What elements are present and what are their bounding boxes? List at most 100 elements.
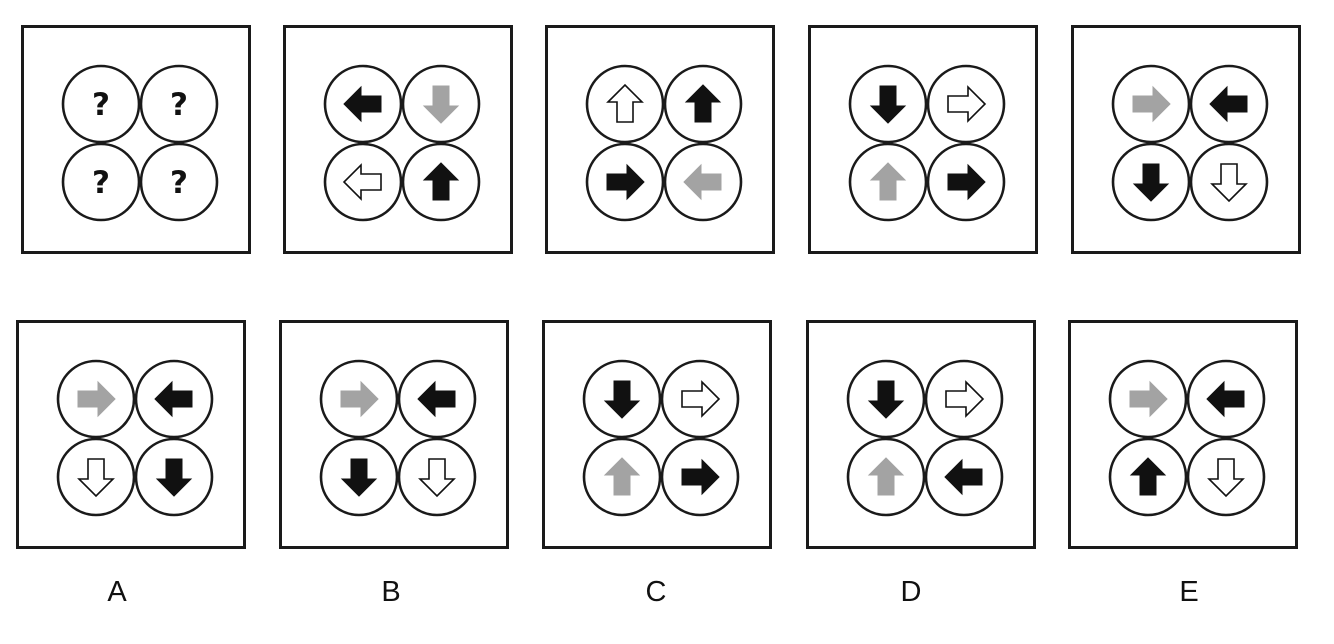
option-grid-a	[56, 359, 214, 517]
right-arrow-icon	[945, 380, 985, 418]
question-mark: ?	[170, 87, 188, 123]
up-arrow-icon	[603, 457, 641, 496]
sequence-1-cell-top-right	[401, 64, 481, 144]
left-arrow-icon	[944, 458, 983, 496]
up-arrow-icon	[867, 457, 905, 496]
down-arrow-icon	[77, 458, 115, 498]
option-d-cell-top-right	[924, 359, 1004, 439]
sequence-grid-3	[848, 64, 1006, 222]
left-arrow-icon	[683, 163, 722, 201]
down-arrow-icon	[867, 380, 905, 419]
sequence-4-cell-top-right	[1189, 64, 1269, 144]
up-arrow-icon	[1129, 457, 1167, 496]
option-grid-d	[846, 359, 1004, 517]
sequence-panel-4	[1071, 25, 1301, 254]
down-arrow-icon	[418, 458, 456, 498]
option-a-cell-top-left	[56, 359, 136, 439]
down-arrow-icon	[1210, 163, 1248, 203]
right-arrow-icon	[340, 380, 379, 418]
sequence-grid-2	[585, 64, 743, 222]
option-b-cell-bottom-left	[319, 437, 399, 517]
sequence-3-cell-bottom-right	[926, 142, 1006, 222]
sequence-1-cell-bottom-left	[323, 142, 403, 222]
option-e-cell-top-left	[1108, 359, 1188, 439]
option-label-e: E	[1179, 576, 1199, 608]
option-a-cell-top-right	[134, 359, 214, 439]
right-arrow-icon	[77, 380, 116, 418]
option-panel-c[interactable]	[542, 320, 772, 549]
sequence-4-cell-top-left	[1111, 64, 1191, 144]
up-arrow-icon	[422, 162, 460, 201]
left-arrow-icon	[342, 163, 382, 201]
option-a-cell-bottom-right	[134, 437, 214, 517]
sequence-panel-1	[283, 25, 513, 254]
sequence-1-cell-top-left	[323, 64, 403, 144]
option-panel-b[interactable]	[279, 320, 509, 549]
option-b-cell-top-right	[397, 359, 477, 439]
down-arrow-icon	[155, 458, 193, 497]
option-grid-c	[582, 359, 740, 517]
right-arrow-icon	[1132, 85, 1171, 123]
question-cell-bottom-right: ?	[139, 142, 219, 222]
option-label-a: A	[107, 576, 127, 608]
question-grid: ????	[61, 64, 219, 222]
down-arrow-icon	[869, 85, 907, 124]
sequence-4-cell-bottom-right	[1189, 142, 1269, 222]
option-d-cell-top-left	[846, 359, 926, 439]
option-panel-d[interactable]	[806, 320, 1036, 549]
sequence-panel-3	[808, 25, 1038, 254]
option-label-b: B	[381, 576, 401, 608]
question-cell-top-right: ?	[139, 64, 219, 144]
option-d-cell-bottom-left	[846, 437, 926, 517]
sequence-grid-1	[323, 64, 481, 222]
option-grid-b	[319, 359, 477, 517]
sequence-2-cell-bottom-right	[663, 142, 743, 222]
up-arrow-icon	[606, 83, 644, 123]
down-arrow-icon	[340, 458, 378, 497]
sequence-3-cell-top-right	[926, 64, 1006, 144]
up-arrow-icon	[869, 162, 907, 201]
option-panel-e[interactable]	[1068, 320, 1298, 549]
option-b-cell-bottom-right	[397, 437, 477, 517]
right-arrow-icon	[681, 458, 720, 496]
right-arrow-icon	[606, 163, 645, 201]
circle-bottom-left	[61, 142, 141, 222]
circle-top-right	[139, 64, 219, 144]
option-b-cell-top-left	[319, 359, 399, 439]
sequence-grid-4	[1111, 64, 1269, 222]
sequence-2-cell-top-left	[585, 64, 665, 144]
left-arrow-icon	[1206, 380, 1245, 418]
down-arrow-icon	[603, 380, 641, 419]
circle-top-left	[61, 64, 141, 144]
option-d-cell-bottom-right	[924, 437, 1004, 517]
option-e-cell-bottom-right	[1186, 437, 1266, 517]
option-e-cell-top-right	[1186, 359, 1266, 439]
question-mark: ?	[170, 165, 188, 201]
question-mark: ?	[92, 165, 110, 201]
option-a-cell-bottom-left	[56, 437, 136, 517]
left-arrow-icon	[343, 85, 382, 123]
question-cell-bottom-left: ?	[61, 142, 141, 222]
left-arrow-icon	[417, 380, 456, 418]
sequence-panel-2	[545, 25, 775, 254]
option-label-c: C	[645, 576, 667, 608]
option-c-cell-top-left	[582, 359, 662, 439]
option-c-cell-bottom-right	[660, 437, 740, 517]
sequence-3-cell-bottom-left	[848, 142, 928, 222]
sequence-3-cell-top-left	[848, 64, 928, 144]
option-panel-a[interactable]	[16, 320, 246, 549]
option-grid-e	[1108, 359, 1266, 517]
sequence-4-cell-bottom-left	[1111, 142, 1191, 222]
down-arrow-icon	[1207, 458, 1245, 498]
option-e-cell-bottom-left	[1108, 437, 1188, 517]
option-label-d: D	[900, 576, 922, 608]
option-c-cell-bottom-left	[582, 437, 662, 517]
question-cell-top-left: ?	[61, 64, 141, 144]
left-arrow-icon	[154, 380, 193, 418]
down-arrow-icon	[1132, 163, 1170, 202]
option-c-cell-top-right	[660, 359, 740, 439]
right-arrow-icon	[1129, 380, 1168, 418]
up-arrow-icon	[684, 84, 722, 123]
question-mark: ?	[92, 87, 110, 123]
down-arrow-icon	[422, 85, 460, 124]
